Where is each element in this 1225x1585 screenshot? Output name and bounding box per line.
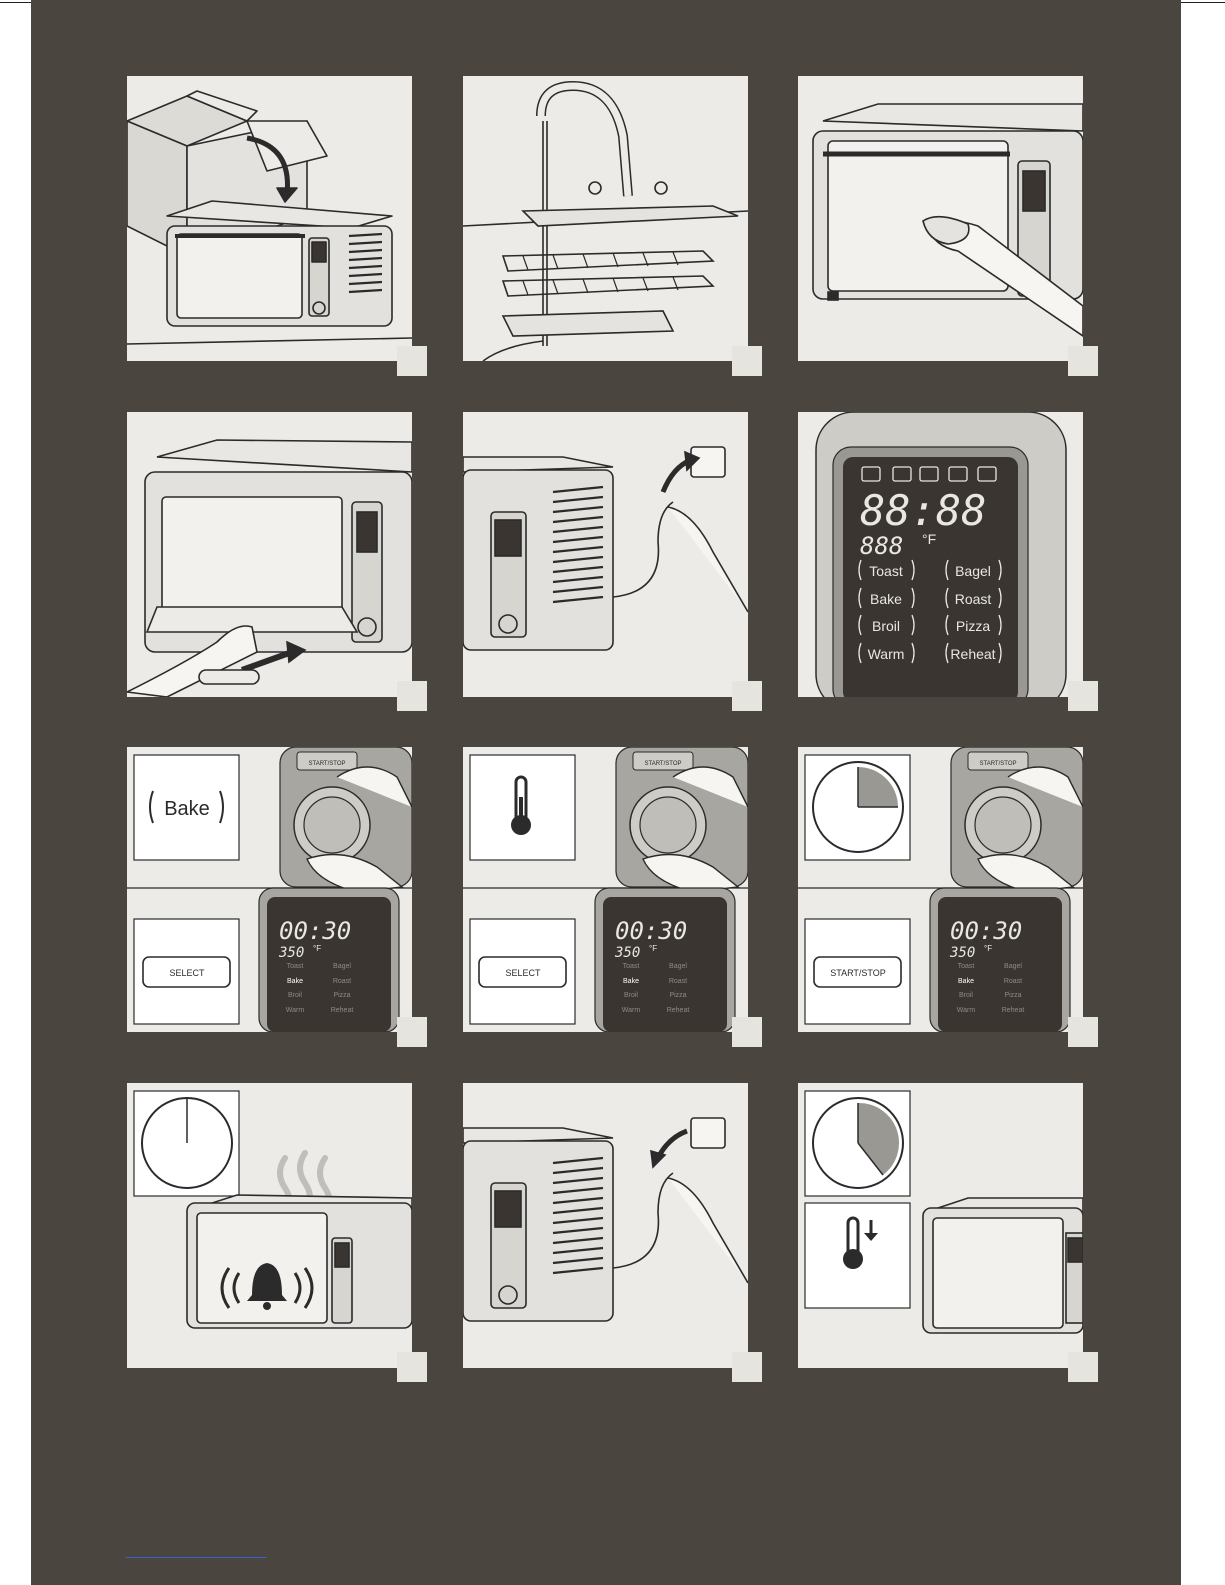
mini-display-time: 00:30: [615, 917, 687, 945]
mini-warm: Warm: [286, 1007, 305, 1014]
mini-toast: Toast: [623, 963, 640, 970]
mini-display-temp: 350: [278, 945, 304, 961]
step-9-set-time-panel: START/STOP START/STOP 00:30 350 °F Toast…: [798, 747, 1083, 1032]
step-tag: [397, 681, 427, 711]
step-tag: [732, 1017, 762, 1047]
mini-pizza: Pizza: [669, 992, 686, 999]
mini-roast: Roast: [1004, 978, 1022, 985]
display-unit: °F: [922, 531, 936, 547]
mini-reheat: Reheat: [667, 1007, 690, 1014]
temperature-down-icon: [843, 1216, 878, 1269]
mini-warm: Warm: [622, 1007, 641, 1014]
step-2-wash-panel: [463, 76, 748, 361]
mini-bagel: Bagel: [333, 963, 351, 970]
mini-display-temp: 350: [614, 945, 640, 961]
step-6-display-panel: 88:88 888 °F Toast Bake Broil Warm Bagel…: [798, 412, 1083, 697]
mini-broil: Broil: [959, 992, 973, 999]
quarter-clock-icon: [812, 761, 904, 853]
mini-display-time: 00:30: [279, 917, 351, 945]
box-with-arrow-into-oven-icon: [127, 90, 412, 345]
button-bake: Bake: [870, 591, 902, 607]
step-10-alarm-panel: [127, 1083, 412, 1368]
step-tag: [732, 1352, 762, 1382]
bake-label: Bake: [164, 798, 210, 820]
button-warm: Warm: [868, 646, 905, 662]
cool-down-illustration: [804, 1090, 1083, 1334]
thermometer-and-knob-illustration: SELECT START/STOP 00:30 350 °F Toast Bak…: [463, 747, 748, 1032]
mini-reheat: Reheat: [331, 1007, 354, 1014]
knob-and-display-illustration: Bake SELECT START/STOP 00:30 350 °F Toas…: [127, 747, 412, 1032]
clock-and-knob-illustration: START/STOP START/STOP 00:30 350 °F Toast…: [798, 747, 1083, 1032]
step-tag: [397, 346, 427, 376]
button-broil: Broil: [872, 618, 900, 634]
select-button-label: SELECT: [169, 968, 205, 978]
mini-roast: Roast: [333, 978, 351, 985]
display-text-layer: 88:88 888 °F Toast Bake Broil Warm Bagel…: [858, 486, 1002, 664]
display-temp: 888: [860, 532, 903, 560]
step-tag: [1068, 346, 1098, 376]
mini-pizza: Pizza: [1004, 992, 1021, 999]
step-8-set-temperature-panel: SELECT START/STOP 00:30 350 °F Toast Bak…: [463, 747, 748, 1032]
start-stop-label: START/STOP: [644, 761, 681, 767]
step-7-select-bake-panel: Bake SELECT START/STOP 00:30 350 °F Toas…: [127, 747, 412, 1032]
select-button-label: SELECT: [505, 968, 541, 978]
control-display-illustration: [815, 412, 1067, 697]
mini-reheat: Reheat: [1002, 1007, 1025, 1014]
button-pizza: Pizza: [956, 618, 990, 634]
step-4-insert-tray-panel: [127, 412, 412, 697]
step-tag: [397, 1352, 427, 1382]
bell-icon: [220, 1263, 314, 1310]
mini-broil: Broil: [624, 992, 638, 999]
bell-alarm-illustration: [133, 1090, 412, 1329]
display-time: 88:88: [860, 486, 986, 535]
start-stop-button-label: START/STOP: [830, 968, 886, 978]
button-toast: Toast: [869, 563, 903, 579]
step-tag: [1068, 681, 1098, 711]
mini-display-time: 00:30: [950, 917, 1022, 945]
clock-icon: [812, 1097, 904, 1189]
thermometer-icon: [511, 775, 531, 835]
mini-bake: Bake: [287, 978, 303, 985]
mini-bake: Bake: [958, 978, 974, 985]
unplug-from-socket-icon: [463, 1117, 748, 1322]
mini-pizza: Pizza: [333, 992, 350, 999]
mini-toast: Toast: [958, 963, 975, 970]
step-11-unplug-panel: [463, 1083, 748, 1368]
button-bagel: Bagel: [955, 563, 991, 579]
mini-warm: Warm: [957, 1007, 976, 1014]
plug-into-socket-icon: [463, 446, 748, 651]
step-5-plug-in-panel: [463, 412, 748, 697]
step-3-wipe-panel: [798, 76, 1083, 361]
button-reheat: Reheat: [950, 646, 995, 662]
mini-toast: Toast: [287, 963, 304, 970]
step-tag: [1068, 1352, 1098, 1382]
crop-mark-right: [1176, 2, 1225, 3]
mini-bagel: Bagel: [669, 963, 687, 970]
step-tag: [732, 681, 762, 711]
start-stop-label: START/STOP: [979, 761, 1016, 767]
footer-link-underline[interactable]: [126, 1557, 267, 1558]
step-tag: [1068, 1017, 1098, 1047]
hand-wiping-oven-icon: [812, 103, 1083, 337]
step-1-unbox-panel: [127, 76, 412, 361]
hand-inserting-tray-icon: [127, 439, 412, 697]
mini-display-unit: °F: [313, 944, 321, 953]
tap-washing-trays-icon: [463, 80, 748, 361]
mini-display-temp: 350: [949, 945, 975, 961]
start-stop-label: START/STOP: [308, 761, 345, 767]
mini-broil: Broil: [288, 992, 302, 999]
mini-roast: Roast: [669, 978, 687, 985]
mini-bagel: Bagel: [1004, 963, 1022, 970]
crop-mark-left: [0, 2, 36, 3]
mini-display-unit: °F: [649, 944, 657, 953]
step-tag: [397, 1017, 427, 1047]
mini-display-unit: °F: [984, 944, 992, 953]
step-tag: [732, 346, 762, 376]
button-roast: Roast: [955, 591, 992, 607]
mini-bake: Bake: [623, 978, 639, 985]
step-12-cool-down-panel: [798, 1083, 1083, 1368]
